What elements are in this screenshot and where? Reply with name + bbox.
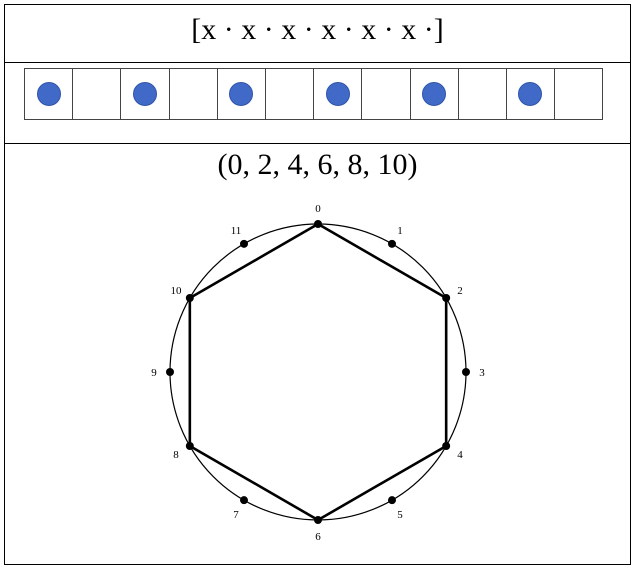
grid-cell [266,69,315,119]
clock-point [185,442,194,450]
grid-cell [218,69,266,119]
clock-point [185,294,194,302]
grid-cell [555,69,604,119]
grid-cell [25,69,74,119]
pitch-set-label: (0, 2, 4, 6, 8, 10) [217,148,418,181]
grid-cell [362,69,411,119]
grid-cell [314,69,363,119]
pattern-row: [x · x · x · x · x · x ·] [5,5,630,63]
clock-label: 0 [315,203,321,215]
grid-cell [73,69,122,119]
clock-point [240,239,248,248]
clock-label: 5 [397,509,403,521]
grid-cell [411,69,459,119]
grid-cell [170,69,218,119]
onset-dot [325,82,350,106]
grid-cell [459,69,507,119]
onset-dot [132,82,157,106]
clock-label: 9 [151,367,157,379]
clock-label: 8 [173,449,179,461]
clock-circle [169,223,467,521]
clock-label: 3 [479,367,485,379]
onset-dot [36,82,61,106]
clock-point [314,220,322,228]
clock-label: 2 [457,285,463,297]
clock-point [462,368,470,376]
clock-label: 4 [457,449,463,461]
onset-dot [229,82,254,106]
clock-point [388,496,396,505]
clock-point [314,516,322,524]
onset-dot [422,82,447,106]
grid-row [5,63,630,144]
onset-dot [518,82,543,106]
rhythm-grid [24,68,604,120]
clock-label: 11 [231,225,242,237]
hexagon-polygon [188,222,448,522]
clock-label: 7 [233,509,239,521]
grid-cell [507,69,556,119]
clock-label: 6 [315,531,321,543]
clock-point [166,368,174,376]
grid-cell [121,69,170,119]
clock-point [442,294,451,302]
clock-point [442,442,451,450]
clock-point [388,239,396,248]
clock-label: 10 [170,285,182,297]
pattern-notation: [x · x · x · x · x · x ·] [191,13,444,46]
clock-row: (0, 2, 4, 6, 8, 10) [5,144,630,565]
clock-label: 1 [397,225,403,237]
diagram-table: [x · x · x · x · x · x ·] (0, 2, 4, 6, 8… [4,4,631,565]
clock-point [240,496,248,505]
